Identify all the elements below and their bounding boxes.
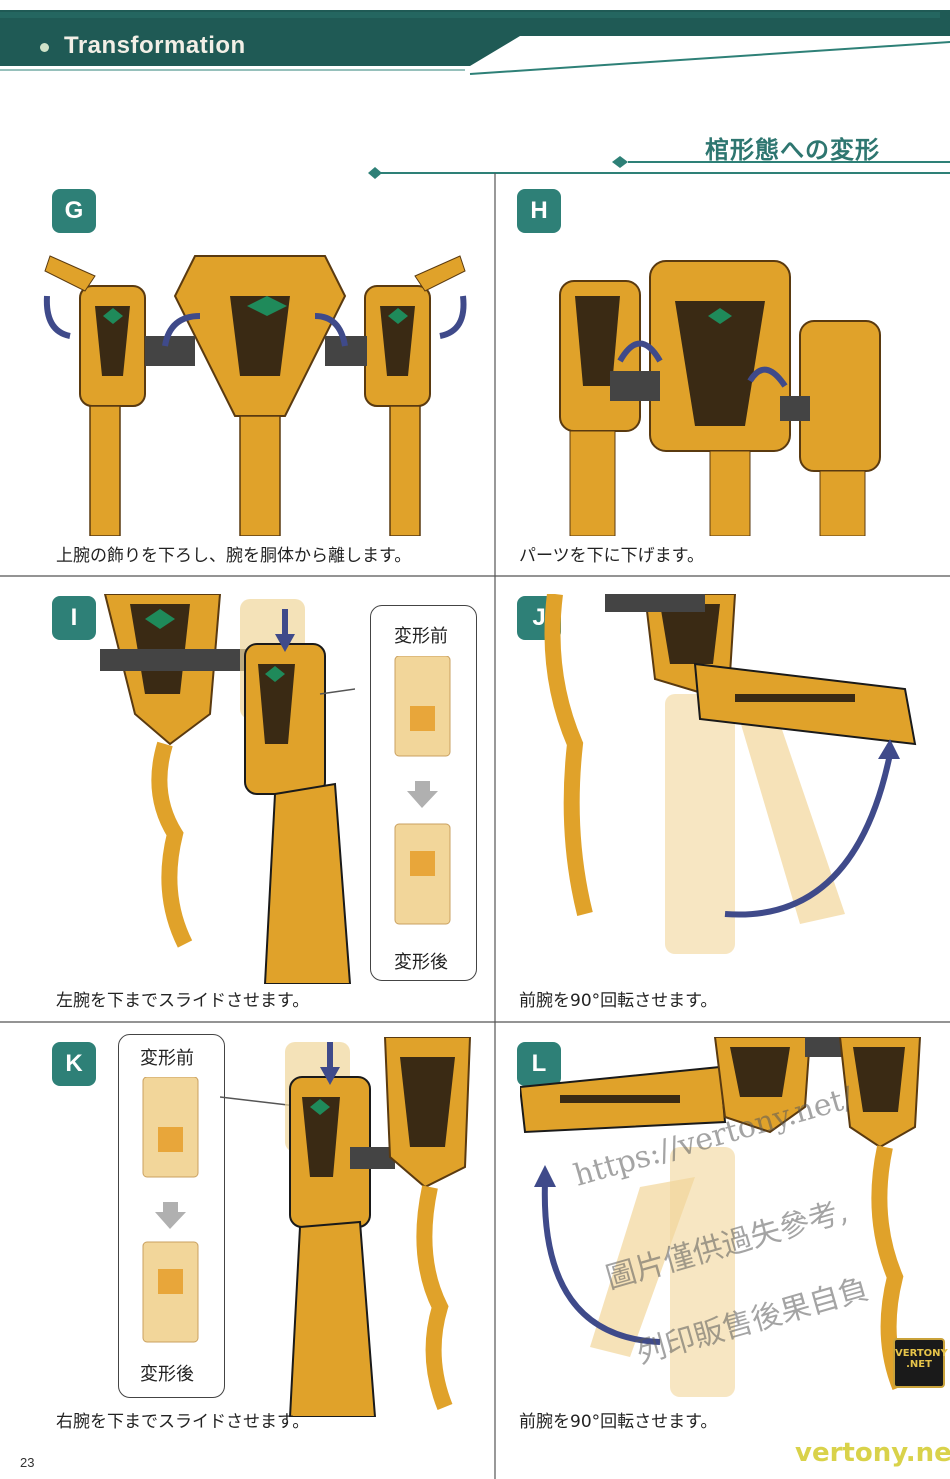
step-panel-i: I 変形前 変形後 左腕を下までスライドさせます。 [0, 576, 495, 1022]
header-title: Transformation [64, 32, 246, 59]
step-badge-i: I [52, 596, 96, 640]
watermark-logo-subtext: .NET [906, 1359, 932, 1370]
step-badge-k: K [52, 1042, 96, 1086]
step-panel-h: H パーツを下に下げます。 [495, 176, 950, 576]
inset-label-before: 変形前 [140, 1048, 194, 1069]
step-badge-h: H [517, 189, 561, 233]
inset-label-after: 変形後 [140, 1364, 194, 1385]
figure-arms-detach-illustration [43, 255, 467, 536]
step-panel-g: G 上腕の飾りを下ろし、腕を胴体から離します。 [0, 176, 495, 576]
step-caption-j: 前腕を90°回転させます。 [519, 991, 718, 1011]
part-detail-illustration [394, 656, 451, 925]
step-panel-j: J 前腕を90°回転させます。 [495, 576, 950, 1022]
step-panel-k: K 変形前 変形後 右腕を下までスライドさせます。 [0, 1022, 495, 1452]
header-bullet-icon [40, 43, 49, 52]
step-panel-l: L 前腕を90°回転させます。 [495, 1022, 950, 1452]
watermark-logo-text: VERTONY [895, 1348, 948, 1359]
section-title-rule [368, 156, 950, 179]
figure-forearm-rotate-illustration [520, 1037, 922, 1397]
step-badge-l: L [517, 1042, 561, 1086]
figure-forearm-rotate-illustration [544, 594, 917, 954]
figure-left-arm-slide-illustration [100, 594, 355, 984]
step-badge-g: G [52, 189, 96, 233]
inset-label-after: 変形後 [394, 952, 448, 973]
page-number: 23 [20, 1455, 35, 1470]
panel-grid [0, 173, 950, 1479]
watermark-logo-badge: VERTONY .NET [893, 1338, 948, 1388]
step-caption-k: 右腕を下までスライドさせます。 [56, 1412, 310, 1432]
watermark-bottom: vertony.net [795, 1438, 950, 1468]
figure-right-arm-slide-illustration [220, 1037, 472, 1417]
header-band [0, 10, 950, 75]
inset-label-before: 変形前 [394, 626, 448, 647]
step-caption-i: 左腕を下までスライドさせます。 [56, 991, 310, 1011]
step-caption-h: パーツを下に下げます。 [519, 546, 704, 566]
step-caption-g: 上腕の飾りを下ろし、腕を胴体から離します。 [56, 546, 412, 566]
figure-parts-lowered-illustration [559, 260, 881, 536]
step-caption-l: 前腕を90°回転させます。 [519, 1412, 718, 1432]
section-title: 棺形態への変形 [705, 136, 880, 164]
part-detail-illustration [142, 1077, 199, 1343]
